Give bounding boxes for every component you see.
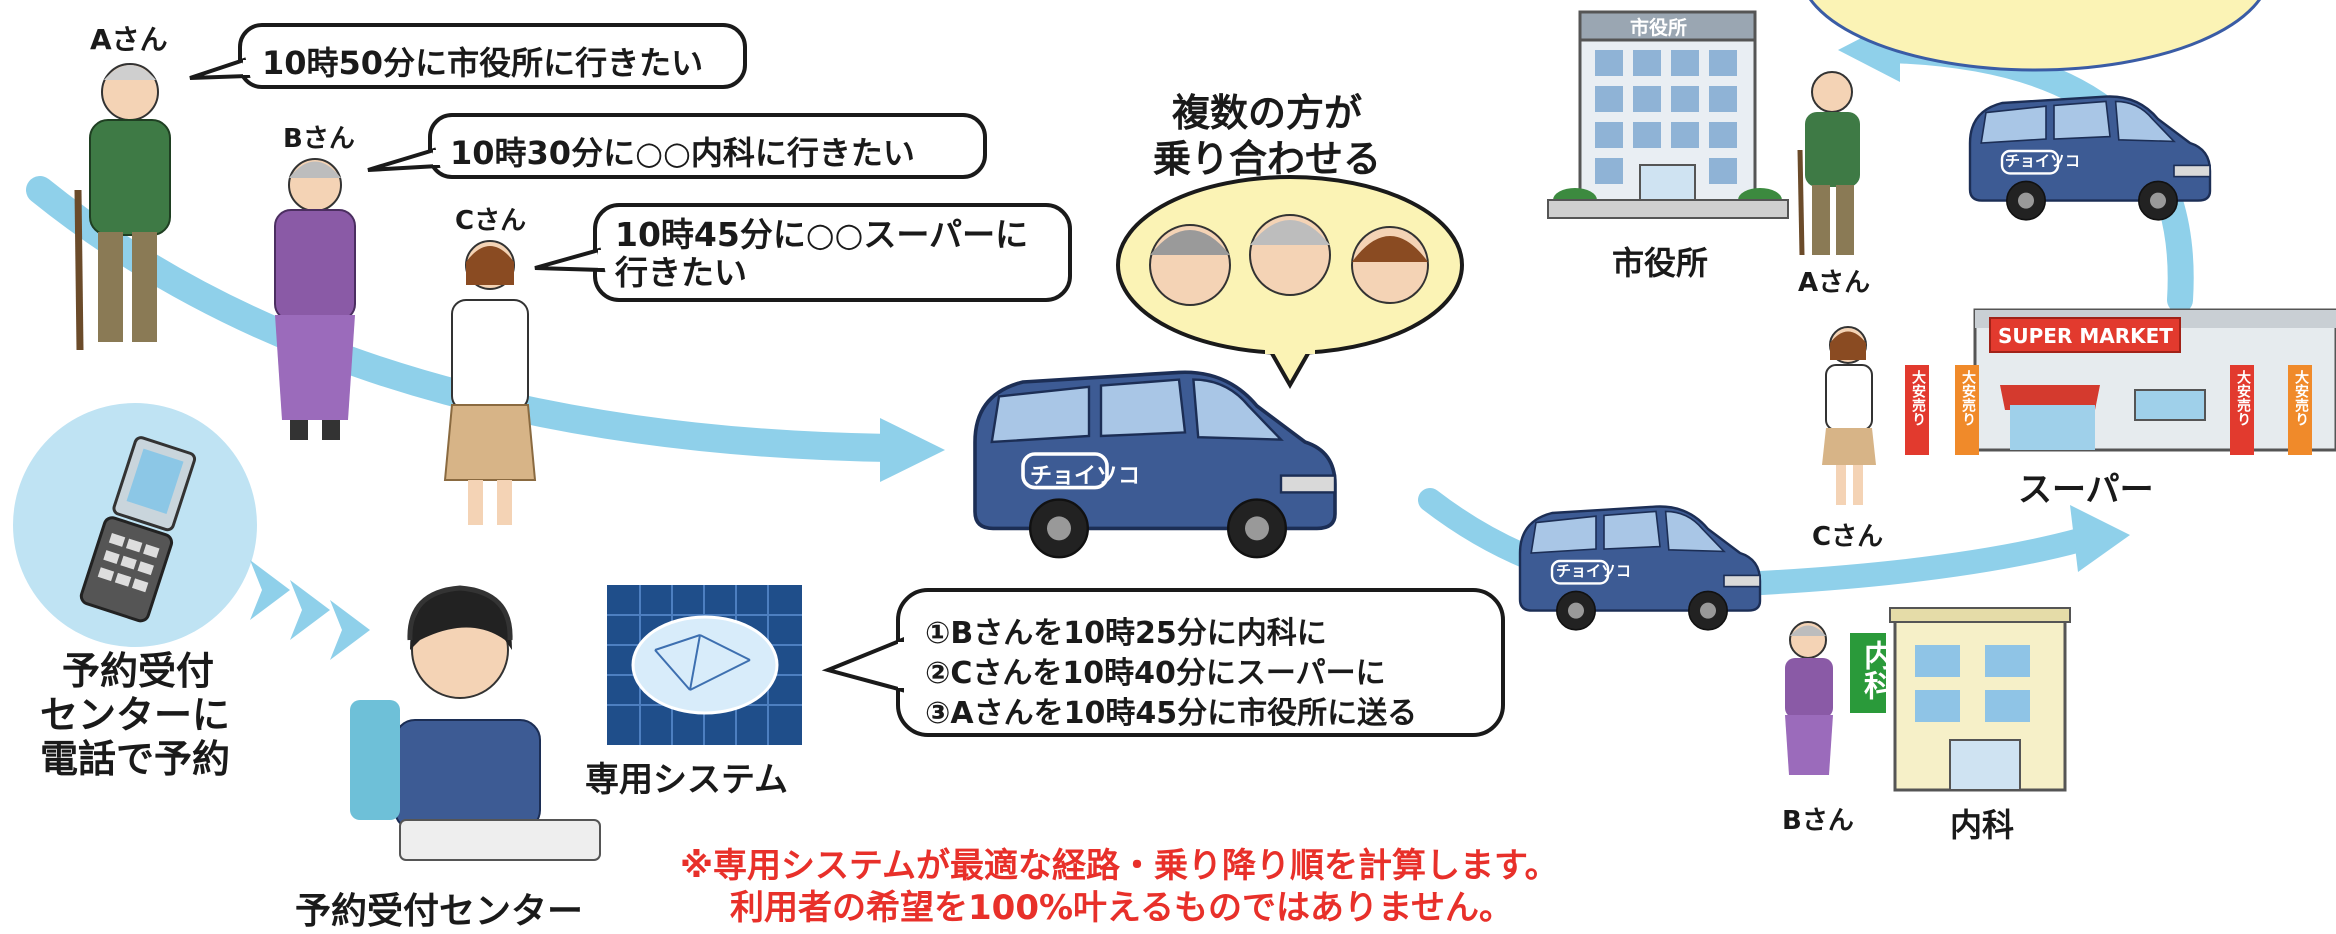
van-center xyxy=(973,370,1337,560)
supermarket-person-label: Cさん xyxy=(1812,522,1884,552)
person-b-label: Bさん xyxy=(283,124,355,154)
phone-reservation-line1: 予約受付 xyxy=(62,649,215,693)
system-plan-bubble xyxy=(821,588,1505,737)
top-balloon xyxy=(1809,0,2261,72)
supermarket-building xyxy=(1905,308,2336,455)
person-c-figure xyxy=(443,240,537,525)
clinic-sign: 内科 xyxy=(1858,640,1893,700)
disclaimer-line1: ※専用システムが最適な経路・乗り降り順を計算します。 xyxy=(680,846,1559,886)
supermarket-sign: SUPER MARKET xyxy=(1998,324,2173,348)
speech-c-text-line1: 10時45分に○○スーパーに xyxy=(615,215,1029,254)
system-plan-step-3: ③Aさんを10時45分に市役所に送る xyxy=(925,696,1418,731)
supermarket-label: スーパー xyxy=(2018,470,2154,510)
system-plan-step-2: ②Cさんを10時40分にスーパーに xyxy=(925,656,1386,691)
supermarket-banner-1: 大安売り xyxy=(1910,370,1926,426)
person-c-label: Cさん xyxy=(455,206,527,236)
phone-reservation-line2: センターに xyxy=(40,693,231,737)
shared-ride-title-line2: 乗り合わせる xyxy=(1153,137,1382,181)
reservation-center-label: 予約受付センター xyxy=(295,891,584,932)
speech-b-text: 10時30分に○○内科に行きたい xyxy=(450,134,915,172)
person-a-at-cityhall xyxy=(1797,71,1860,256)
city-hall-sign: 市役所 xyxy=(1630,17,1688,39)
city-hall-person-label: Aさん xyxy=(1798,268,1871,298)
speech-c-text-line2: 行きたい xyxy=(615,253,747,292)
city-hall-building xyxy=(1547,10,1789,219)
shared-ride-title-line1: 複数の方が xyxy=(1172,91,1363,135)
system-board-icon xyxy=(607,585,802,745)
van-top-right-logo: チョイソコ xyxy=(2005,152,2081,170)
clinic-building xyxy=(1850,607,2071,792)
shared-ride-balloon xyxy=(1116,175,1464,390)
call-chevrons xyxy=(250,560,370,660)
operator-figure xyxy=(350,585,601,861)
system-plan-step-1: ①Bさんを10時25分に内科に xyxy=(925,616,1327,651)
van-center-logo: チョイソコ xyxy=(1030,464,1141,489)
system-label: 専用システム xyxy=(585,760,788,800)
speech-bubble-a xyxy=(189,23,747,89)
clinic-label: 内科 xyxy=(1950,806,2015,844)
speech-bubble-b xyxy=(367,113,987,179)
supermarket-banner-4: 大安売り xyxy=(2293,370,2309,426)
speech-bubble-c xyxy=(534,203,1072,302)
supermarket-banner-3: 大安売り xyxy=(2235,370,2251,426)
phone-icon xyxy=(13,403,257,647)
person-c-at-supermarket xyxy=(1822,326,1876,505)
disclaimer-line2: 利用者の希望を100%叶えるものではありません。 xyxy=(730,888,1513,928)
city-hall-label: 市役所 xyxy=(1612,244,1709,282)
van-small-logo: チョイソコ xyxy=(1556,562,1632,580)
supermarket-banner-2: 大安売り xyxy=(1960,370,1976,426)
phone-reservation-line3: 電話で予約 xyxy=(40,737,231,781)
speech-a-text: 10時50分に市役所に行きたい xyxy=(262,44,704,82)
person-b-figure xyxy=(274,158,356,440)
person-a-label: Aさん xyxy=(90,23,168,56)
clinic-person-label: Bさん xyxy=(1782,806,1854,836)
person-b-at-clinic xyxy=(1785,621,1833,775)
person-a-figure xyxy=(74,63,171,351)
